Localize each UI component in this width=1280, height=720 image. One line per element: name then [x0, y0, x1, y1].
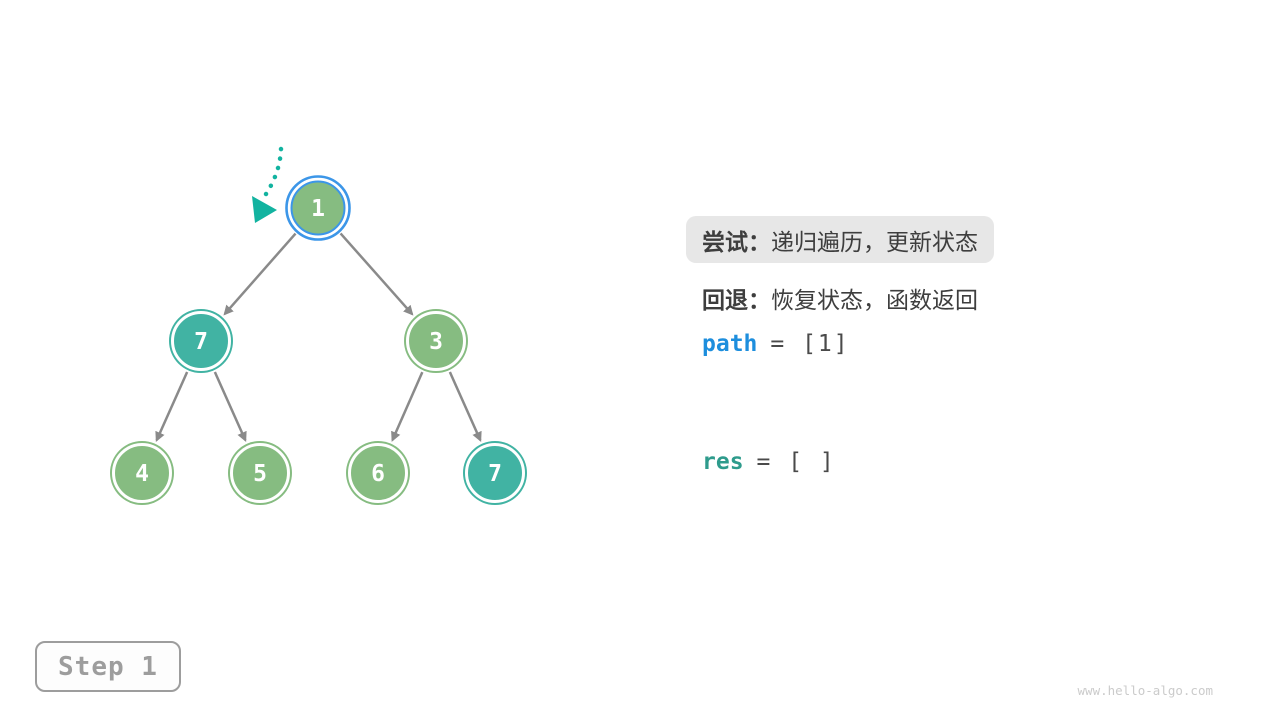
- tree-node-value: 3: [429, 329, 443, 355]
- tree-node-value: 1: [311, 196, 325, 222]
- tree-edge: [339, 232, 414, 316]
- tree-node-current: 1: [285, 175, 351, 241]
- res-variable-value: = [ ]: [756, 449, 836, 475]
- tree-edge: [391, 371, 424, 442]
- path-variable-name: path: [702, 331, 758, 357]
- tree-node: 6: [346, 441, 410, 505]
- back-label: 回退：: [702, 287, 771, 313]
- tree-node: 7: [463, 441, 527, 505]
- tree-edge: [223, 232, 297, 316]
- step-badge: Step 1: [35, 641, 181, 692]
- tree-node: 3: [404, 309, 468, 373]
- tree-node: 5: [228, 441, 292, 505]
- back-text: 恢复状态，函数返回: [771, 287, 978, 313]
- try-label: 尝试：: [702, 228, 771, 255]
- res-variable-line: res = [ ]: [702, 449, 836, 475]
- tree-edge: [448, 371, 482, 442]
- tree-edge: [213, 371, 247, 442]
- tree-node: 4: [110, 441, 174, 505]
- tree-node: 7: [169, 309, 233, 373]
- watermark: www.hello-algo.com: [1077, 683, 1213, 698]
- res-variable-name: res: [702, 449, 744, 475]
- tree-node-value: 5: [253, 461, 267, 487]
- tree-node-value: 4: [135, 461, 149, 487]
- tree-node-value: 6: [371, 461, 385, 487]
- tree-node-value: 7: [488, 461, 502, 487]
- try-status-box: 尝试：递归遍历，更新状态: [686, 216, 994, 263]
- tree-edge: [155, 371, 189, 442]
- tree-node-value: 7: [194, 329, 208, 355]
- path-variable-value: = [1]: [770, 331, 850, 357]
- path-variable-line: path = [1]: [702, 331, 850, 357]
- try-text: 递归遍历，更新状态: [771, 228, 978, 255]
- current-node-pointer-arrow: [252, 146, 284, 223]
- back-status-line: 回退：恢复状态，函数返回: [702, 281, 978, 315]
